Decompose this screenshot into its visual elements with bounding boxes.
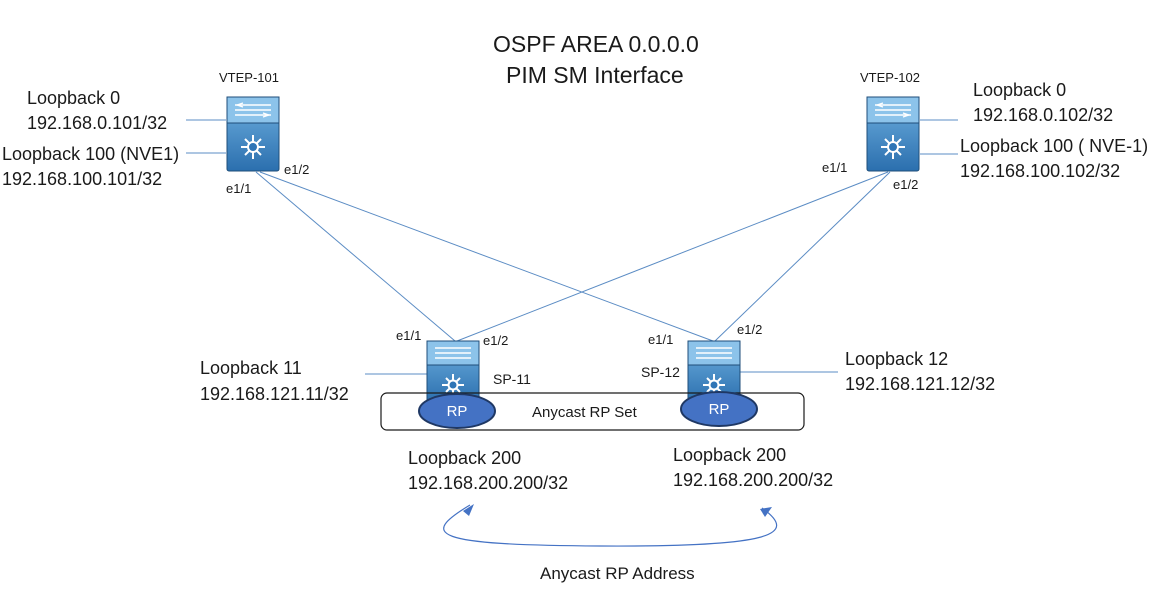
- sp-11-lo-name: Loopback 11: [200, 358, 302, 378]
- vtep-102-lo0-ip: 192.168.0.102/32: [973, 105, 1114, 125]
- sp-11-port-e1-2: e1/2: [483, 333, 509, 348]
- vtep-101-port-e1-1: e1/1: [226, 181, 252, 196]
- vtep-101-lo0-ip: 192.168.0.101/32: [27, 113, 168, 133]
- sp-11-lo200-ip: 192.168.200.200/32: [408, 473, 569, 493]
- sp-12-lo200-name: Loopback 200: [673, 445, 787, 465]
- vtep-102-name: VTEP-102: [860, 70, 920, 85]
- sp-12-rp-ellipse: [680, 391, 758, 427]
- diagram-title-line1: OSPF AREA 0.0.0.0: [493, 31, 699, 57]
- vtep-102-port-e1-2: e1/2: [893, 177, 919, 192]
- sp-12-lo200-ip: 192.168.200.200/32: [673, 470, 834, 490]
- vtep-101-lo100-name: Loopback 100 (NVE1): [2, 144, 180, 164]
- anycast-address-arc: [443, 504, 778, 547]
- arrow-right-icon: [760, 507, 772, 517]
- sp-11-lo-ip: 192.168.121.11/32: [200, 384, 349, 404]
- link-vtep102-sp11: [456, 171, 889, 342]
- vtep-101-switch-icon: [226, 96, 280, 172]
- sp-11-rp-label: RP: [447, 403, 468, 420]
- sp-11-name: SP-11: [493, 371, 531, 387]
- anycast-rp-address-label: Anycast RP Address: [540, 564, 695, 583]
- sp-11-rp-ellipse: [418, 393, 496, 429]
- links: [255, 171, 891, 342]
- vtep-101-lo0-name: Loopback 0: [27, 88, 121, 108]
- vtep-102-lo100-ip: 192.168.100.102/32: [960, 161, 1121, 181]
- sp-11-switch-icon: [426, 340, 480, 404]
- arrow-left-icon: [463, 504, 474, 516]
- sp-12-lo-ip: 192.168.121.12/32: [845, 374, 996, 394]
- diagram-title-line2: PIM SM Interface: [506, 62, 684, 88]
- sp-12-lo-name: Loopback 12: [845, 349, 949, 369]
- link-vtep101-sp11: [255, 171, 456, 342]
- vtep-102-lo0-name: Loopback 0: [973, 80, 1067, 100]
- vtep-101-name: VTEP-101: [219, 70, 279, 85]
- sp-11-port-e1-1: e1/1: [396, 328, 422, 343]
- sp-12-name: SP-12: [641, 364, 680, 380]
- loopback-leaders: [186, 119, 958, 375]
- sp-12-port-e1-2: e1/2: [737, 322, 763, 337]
- link-vtep102-sp12: [714, 171, 891, 342]
- vtep-101-port-e1-2: e1/2: [284, 162, 310, 177]
- vtep-101-lo100-ip: 192.168.100.101/32: [2, 169, 163, 189]
- sp-12-switch-icon: [687, 340, 741, 404]
- sp-12-rp-label: RP: [709, 401, 730, 418]
- anycast-rp-set-box: [380, 392, 805, 431]
- vtep-102-switch-icon: [866, 96, 920, 172]
- sp-12-port-e1-1: e1/1: [648, 332, 674, 347]
- sp-11-lo200-name: Loopback 200: [408, 448, 522, 468]
- vtep-102-port-e1-1: e1/1: [822, 160, 848, 175]
- link-vtep101-sp12: [259, 171, 714, 342]
- vtep-102-lo100-name: Loopback 100 ( NVE-1): [960, 136, 1149, 156]
- anycast-rp-set-label: Anycast RP Set: [532, 404, 637, 421]
